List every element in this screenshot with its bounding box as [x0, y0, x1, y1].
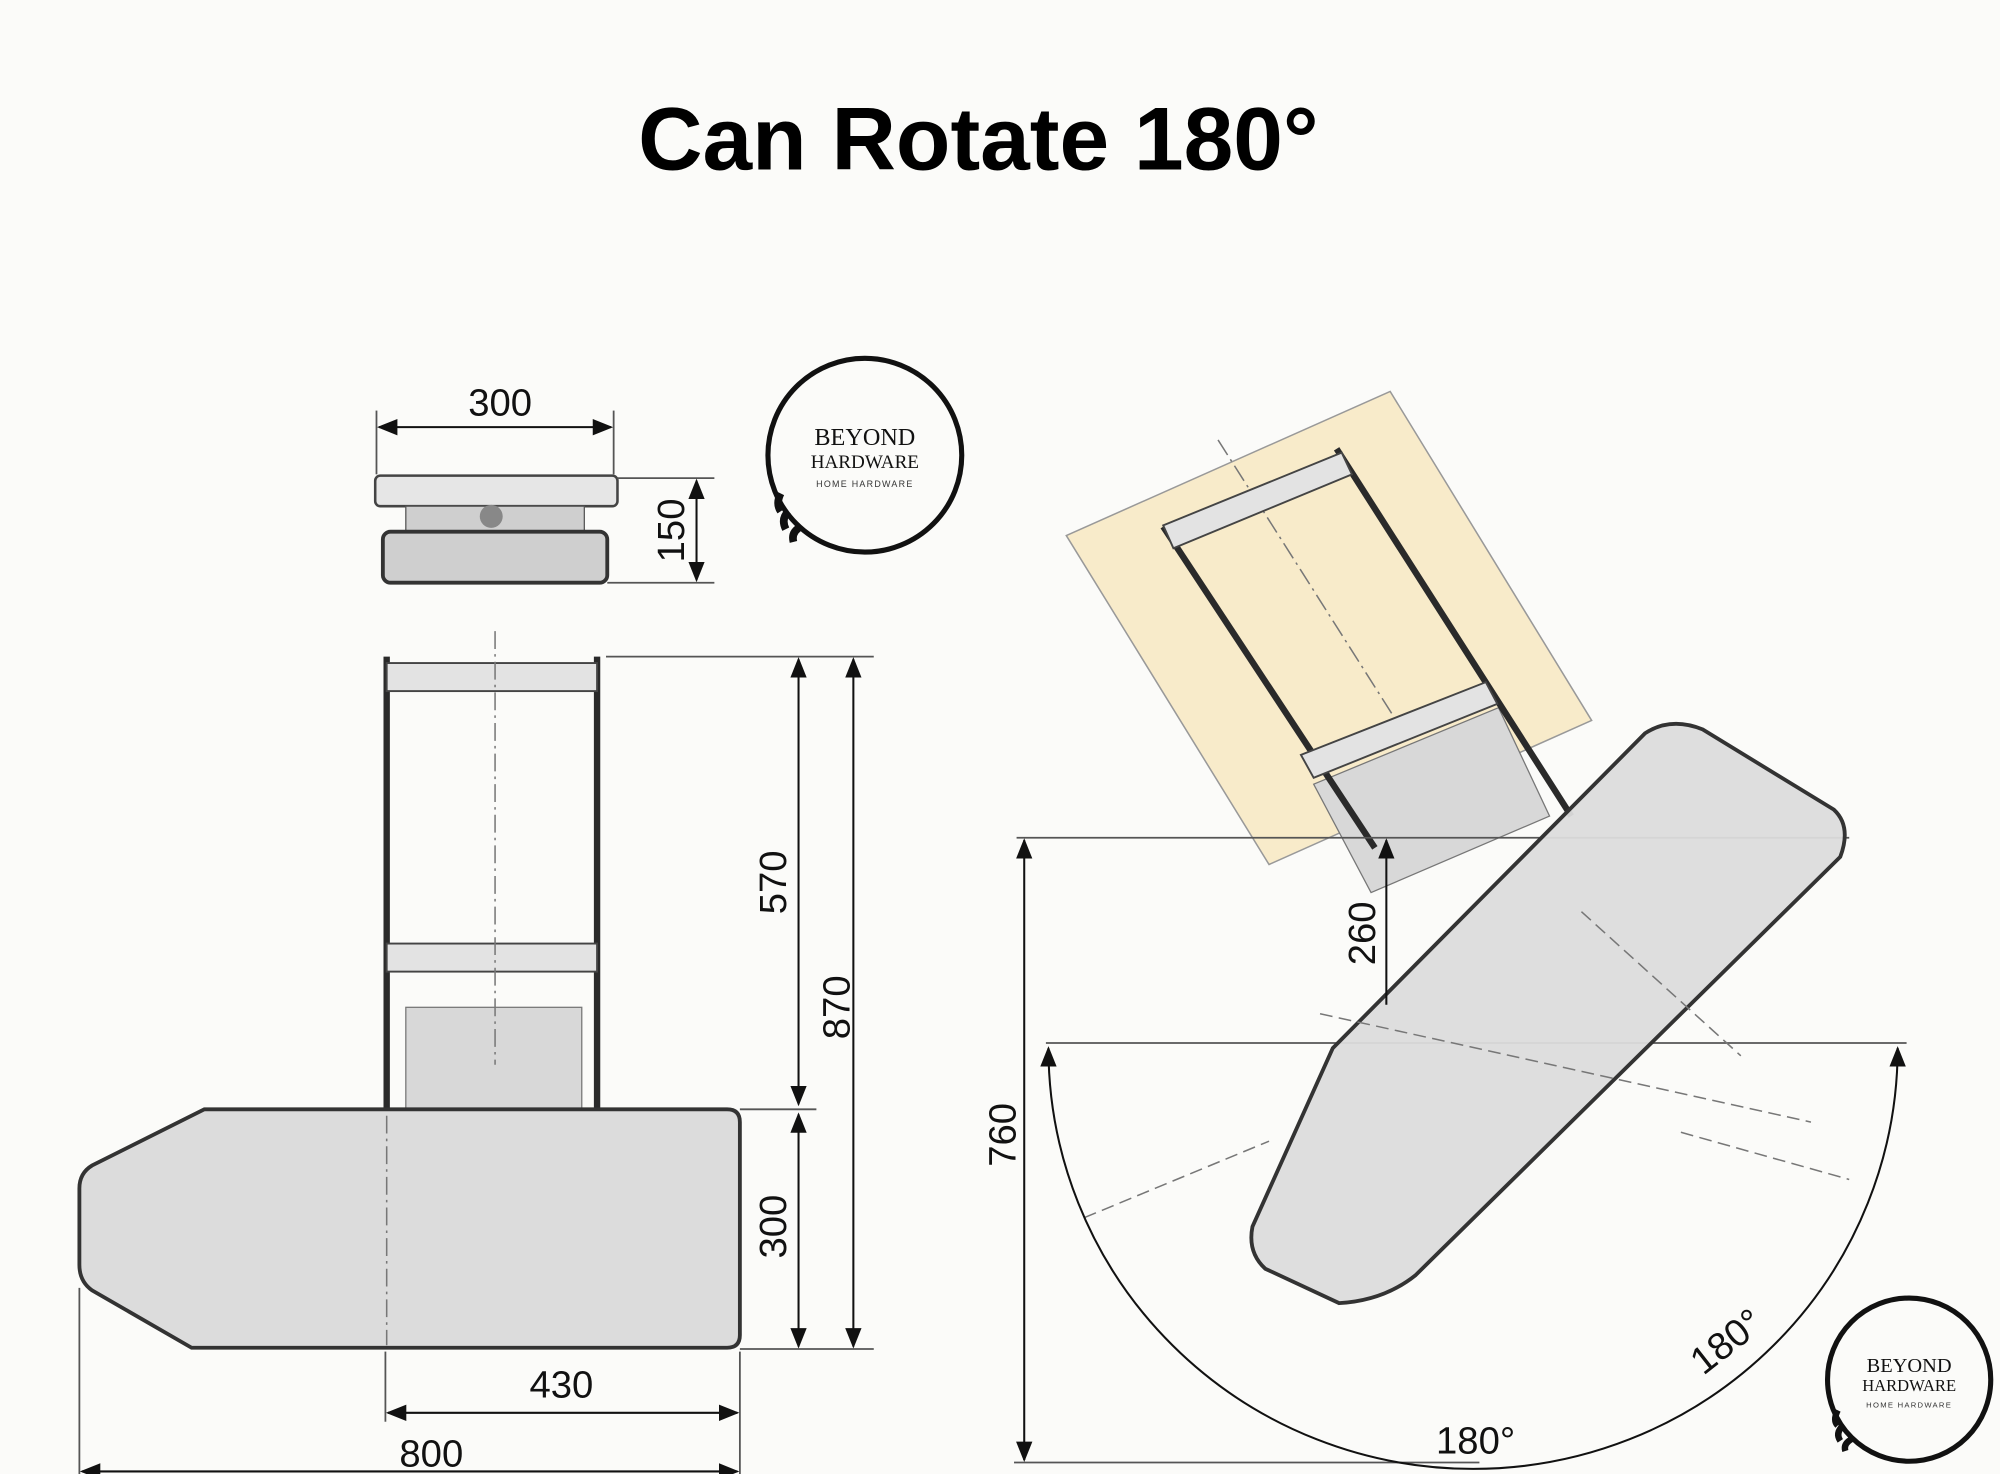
page-title: Can Rotate 180° [638, 89, 1319, 189]
front-view: 570 870 300 430 800 [77, 631, 874, 1474]
dim-rail-length: 570 [752, 850, 795, 914]
dim-top-height: 150 [650, 499, 693, 563]
logo-line2: HARDWARE [811, 452, 919, 473]
logo-line1: BEYOND [1867, 1355, 1952, 1377]
dim-rotation-angle-bottom: 180° [1436, 1420, 1515, 1463]
dim-top-width: 300 [468, 382, 532, 425]
logo-line3: HOME HARDWARE [816, 479, 913, 489]
logo-line3: HOME HARDWARE [1866, 1401, 1952, 1410]
logo-line2: HARDWARE [1862, 1376, 1956, 1395]
brand-logo: BEYOND HARDWARE HOME HARDWARE [765, 355, 965, 555]
logo-line1: BEYOND [814, 424, 915, 451]
dim-rotated-depth: 760 [981, 1103, 1024, 1167]
dim-mount-depth: 430 [529, 1363, 593, 1406]
brand-logo-corner: BEYOND HARDWARE HOME HARDWARE [1824, 1295, 1994, 1464]
dim-board-width: 300 [752, 1195, 795, 1259]
top-view: 300 150 [373, 382, 715, 585]
dim-rotated-offset: 260 [1341, 901, 1384, 965]
rotated-view: 760 260 180° 180° [981, 390, 1907, 1470]
dim-rotation-angle-side: 180° [1682, 1300, 1771, 1383]
dim-total-length: 870 [816, 975, 859, 1039]
dim-board-length: 800 [399, 1432, 463, 1474]
